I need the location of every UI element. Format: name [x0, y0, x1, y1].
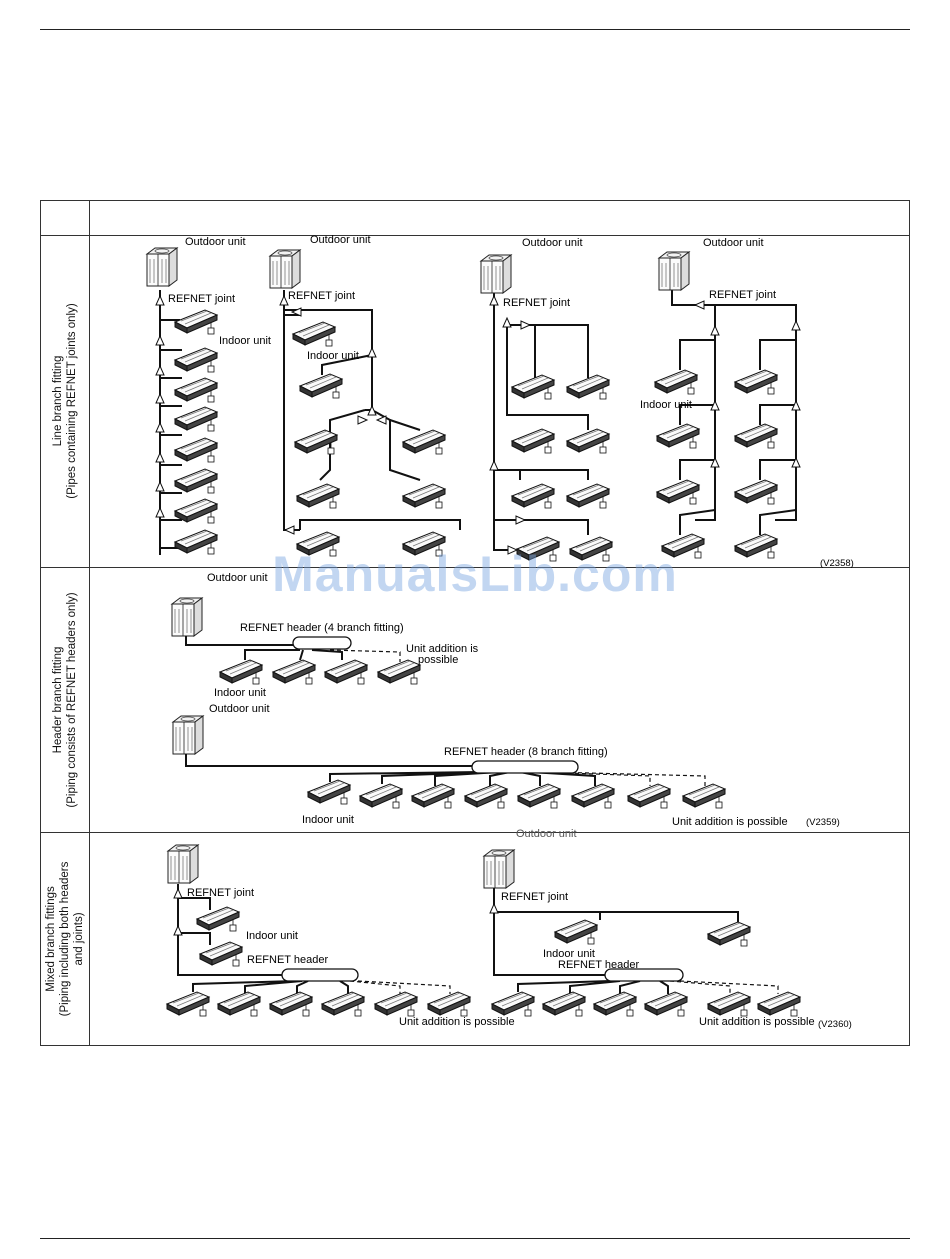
refnet-joint	[489, 903, 499, 914]
refnet-header-8-label: REFNET header (8 branch fitting)	[444, 746, 608, 758]
refnet-header-4-label: REFNET header (4 branch fitting)	[240, 622, 404, 634]
unit-addition-label: Unit addition is	[406, 643, 479, 655]
diagram-header-branch: Outdoor unit REFNET header (4 branch fit…	[171, 572, 840, 828]
refnet-joint	[489, 295, 531, 555]
refnet-header-8	[471, 760, 579, 774]
indoor-unit	[307, 779, 726, 809]
addition-line	[349, 980, 451, 994]
outdoor-unit-label: Outdoor unit	[703, 237, 764, 249]
outdoor-unit	[269, 249, 301, 289]
mixed-right-piping	[493, 888, 739, 994]
top-rule	[40, 29, 910, 30]
refnet-header	[281, 968, 359, 982]
refnet-joint-label: REFNET joint	[288, 290, 355, 302]
refnet-joint-label: REFNET joint	[187, 887, 254, 899]
bottom-rule	[40, 1238, 910, 1239]
diagram-1d	[671, 285, 797, 535]
header-row-divider	[41, 235, 909, 236]
addition-line	[329, 649, 401, 662]
outdoor-unit	[483, 849, 515, 889]
outdoor-unit-label: Outdoor unit	[209, 703, 270, 715]
diagram-1b	[283, 290, 461, 531]
indoor-unit	[511, 374, 613, 562]
outdoor-unit	[171, 597, 203, 637]
diagram-mixed-branch: REFNET joint Indoor unit REFNET header U…	[166, 828, 852, 1030]
refnet-joint-label: REFNET joint	[503, 297, 570, 309]
refnet-joint-label: REFNET joint	[709, 289, 776, 301]
indoor-unit-label: Indoor unit	[640, 399, 692, 411]
refnet-joint-label: REFNET joint	[168, 293, 235, 305]
diagram-code: (V2358)	[820, 558, 854, 569]
outdoor-unit-label: Outdoor unit	[185, 236, 246, 248]
addition-line	[539, 771, 706, 786]
refnet-header-label: REFNET header	[247, 954, 328, 966]
header-4-piping	[185, 636, 343, 661]
diagram-1c	[493, 292, 589, 551]
diagram-line-branch: Outdoor unit REFNET joint Indoor unit Ou…	[146, 234, 854, 569]
outdoor-unit	[658, 251, 690, 291]
refnet-joint-label: REFNET joint	[501, 891, 568, 903]
outdoor-unit	[172, 715, 204, 755]
indoor-unit	[219, 659, 421, 685]
diagram-code: (V2360)	[818, 1019, 852, 1030]
outdoor-unit-label: Outdoor unit	[522, 237, 583, 249]
header-8-piping	[185, 754, 596, 786]
row-divider-2	[41, 832, 909, 833]
refnet-header-4	[292, 636, 352, 650]
addition-line	[669, 980, 779, 994]
indoor-unit-label: Indoor unit	[302, 814, 354, 826]
unit-addition-label-2: possible	[418, 654, 458, 666]
mixed-left-piping	[177, 884, 349, 994]
indoor-unit	[174, 309, 218, 555]
indoor-unit-label: Indoor unit	[214, 687, 266, 699]
unit-addition-label: Unit addition is possible	[399, 1016, 515, 1028]
label-column-divider	[89, 201, 90, 1045]
outdoor-unit	[167, 844, 199, 884]
diagram-code: (V2359)	[806, 817, 840, 828]
indoor-unit	[491, 919, 801, 1017]
unit-addition-label: Unit addition is possible	[672, 816, 788, 828]
row-divider-1	[41, 567, 909, 568]
unit-addition-label: Unit addition is possible	[699, 1016, 815, 1028]
indoor-unit-label: Indoor unit	[219, 335, 271, 347]
branch-fitting-table: Line branch fitting(Pipes containing REF…	[40, 200, 910, 1046]
outdoor-unit-label-clipped: Outdoor unit	[516, 828, 577, 840]
outdoor-unit-label: Outdoor unit	[207, 572, 268, 584]
outdoor-unit-label: Outdoor unit	[310, 234, 371, 246]
outdoor-unit	[146, 247, 178, 287]
outdoor-unit	[480, 254, 512, 294]
indoor-unit-label: Indoor unit	[307, 350, 359, 362]
indoor-unit-label: Indoor unit	[246, 930, 298, 942]
refnet-header-label: REFNET header	[558, 959, 639, 971]
indoor-unit-label: Indoor unit	[543, 948, 595, 960]
refnet-header	[604, 968, 684, 982]
